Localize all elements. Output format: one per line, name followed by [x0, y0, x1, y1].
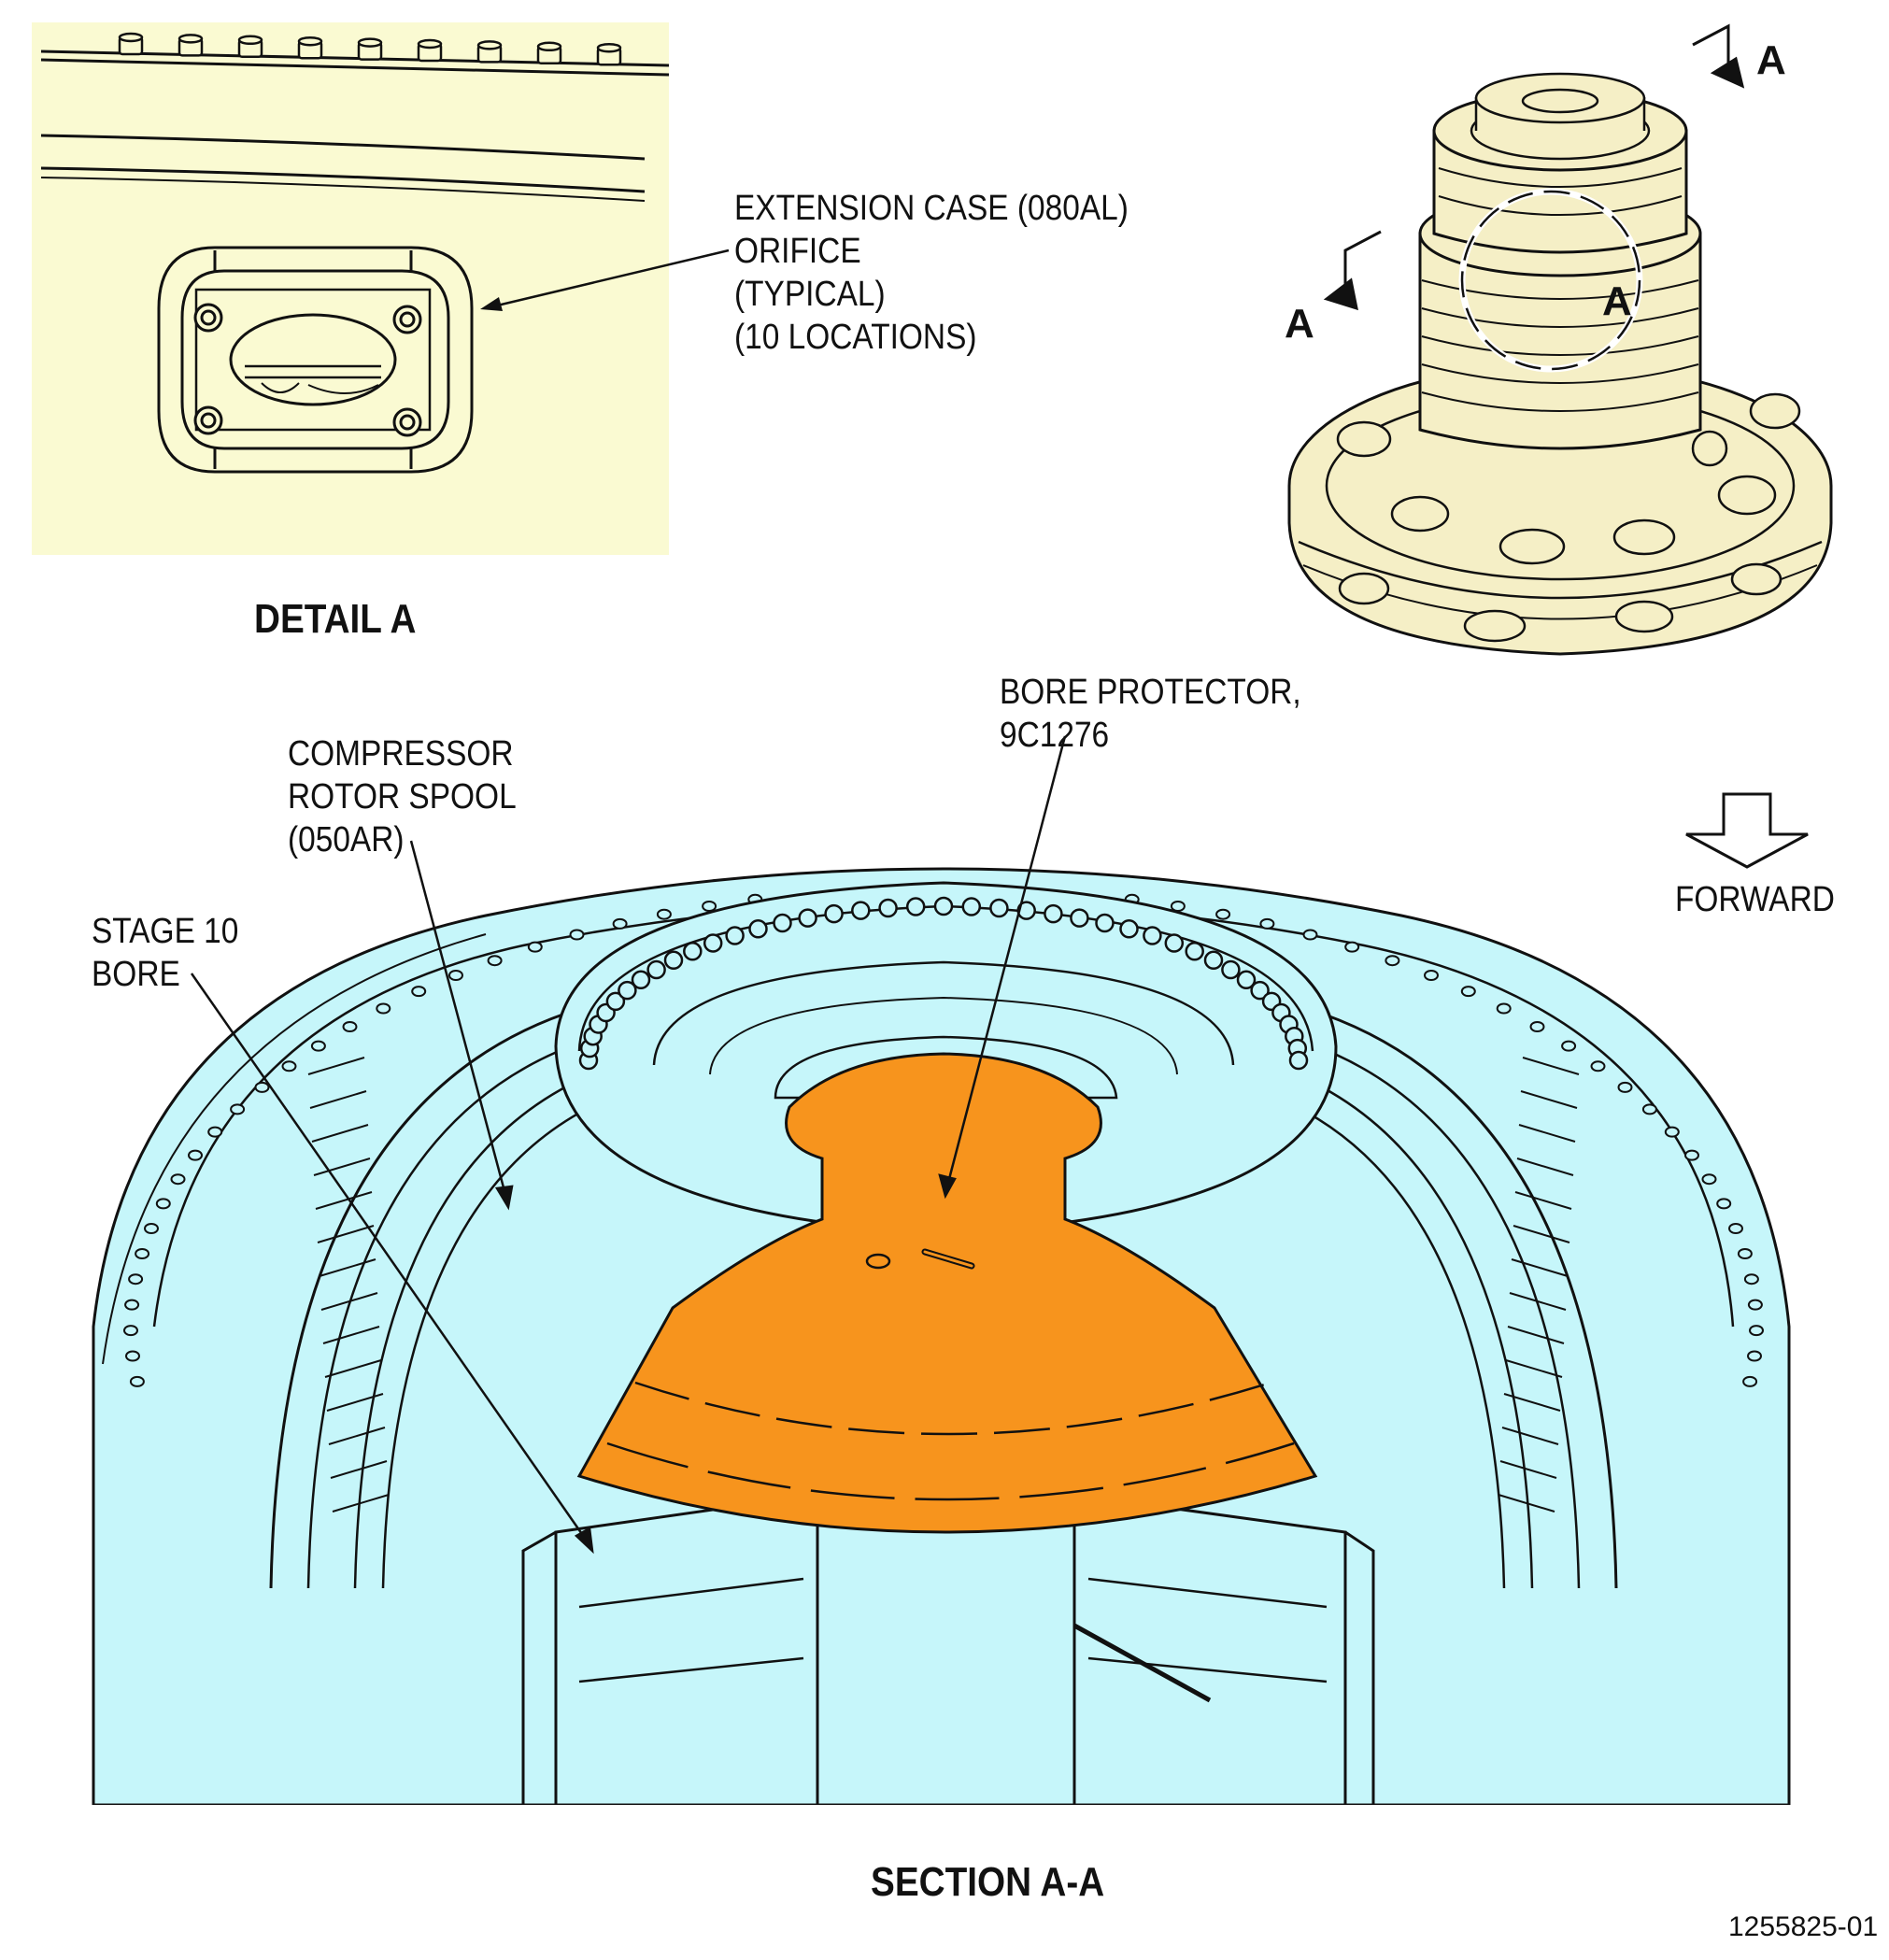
stator-vanes: [307, 1057, 1580, 1513]
casing-hole-row: [123, 893, 1764, 1387]
orifice-boss: [157, 246, 474, 474]
callout-line-4: (10 LOCATIONS): [734, 318, 977, 357]
forward-label: FORWARD: [1675, 880, 1835, 919]
detail-letter: A: [1602, 278, 1632, 324]
figure-id: 1255825-01: [1728, 1911, 1879, 1942]
stage-bore-line-2: BORE: [92, 955, 180, 994]
section-cut-arrows: [1323, 23, 1745, 311]
detail-a-leader: [480, 249, 730, 311]
stage-bore-line-1: STAGE 10: [92, 912, 239, 951]
section-leaders: [190, 735, 1067, 1555]
section-view: [92, 867, 1791, 1805]
forward-arrow-icon: [1685, 792, 1809, 869]
section-title: SECTION A-A: [871, 1859, 1105, 1905]
bore-protector-line-1: BORE PROTECTOR,: [1000, 673, 1301, 712]
view-letter-left: A: [1285, 301, 1314, 347]
rotor-spool-line-1: COMPRESSOR: [288, 734, 514, 774]
stage-bore-label: STAGE 10 BORE: [92, 910, 238, 996]
bore-cut-faces: [521, 1484, 1375, 1805]
rotor-spool-line-2: ROTOR SPOOL: [288, 777, 517, 817]
callout-line-1: EXTENSION CASE (080AL): [734, 189, 1129, 228]
callout-line-3: (TYPICAL): [734, 275, 886, 314]
bore-protector-label: BORE PROTECTOR, 9C1276: [1000, 671, 1301, 757]
bore-protector-shape: [576, 1052, 1318, 1534]
view-letter-top: A: [1756, 37, 1786, 83]
detail-a-callout: EXTENSION CASE (080AL) ORIFICE (TYPICAL)…: [734, 187, 1129, 359]
bore-protector-line-2: 9C1276: [1000, 716, 1110, 755]
hub-bolt-ring: [578, 896, 1309, 1071]
engine-overview: [1287, 72, 1833, 656]
detail-a-title: DETAIL A: [254, 596, 417, 642]
rotor-spool-label: COMPRESSOR ROTOR SPOOL (050AR): [288, 732, 517, 861]
casing-bolt-row: [118, 32, 622, 66]
callout-line-2: ORIFICE: [734, 232, 861, 271]
detail-a-panel: [32, 22, 670, 555]
rotor-spool-line-3: (050AR): [288, 820, 405, 859]
boss-screw-heads: [193, 303, 422, 437]
